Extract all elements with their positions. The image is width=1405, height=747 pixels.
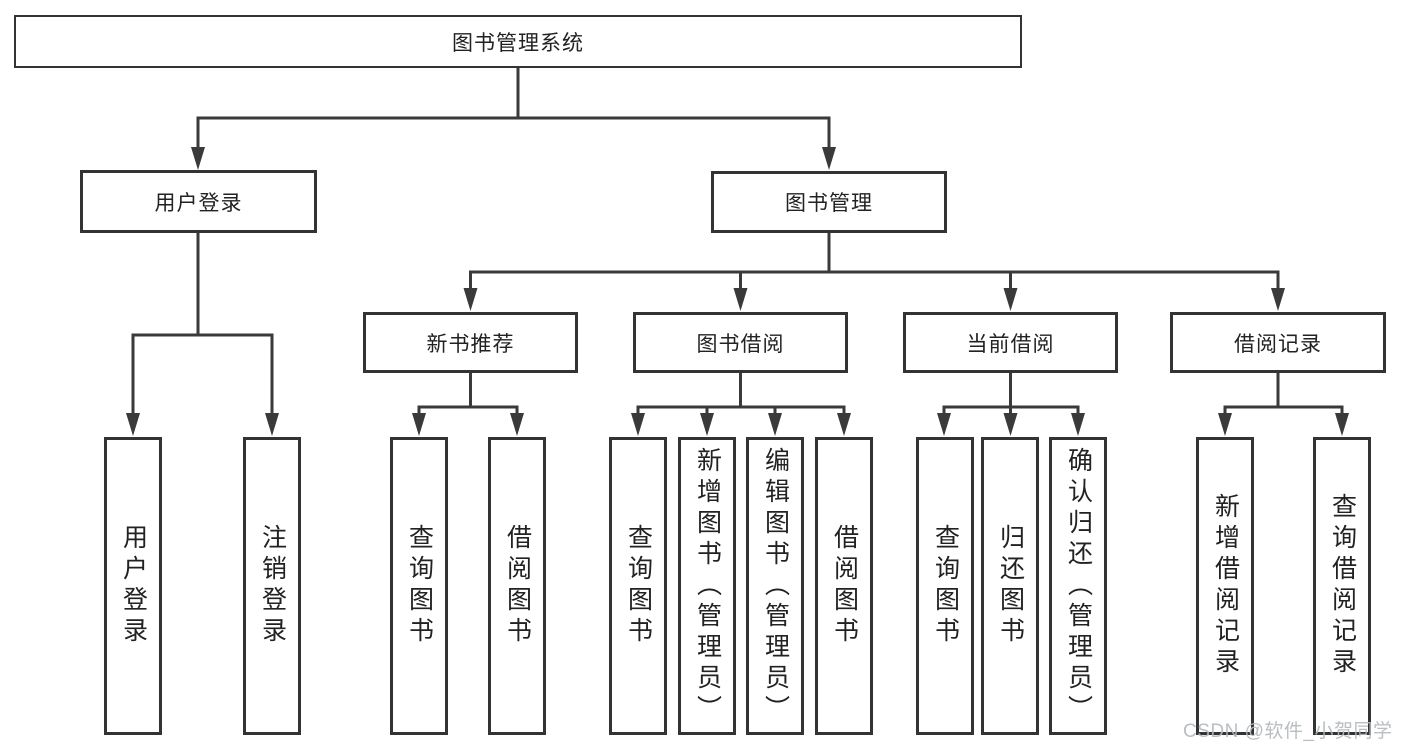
- node-book-mgmt-label: 图书管理: [785, 192, 873, 215]
- branch-new-books: [417, 373, 519, 413]
- csdn-watermark: CSDN @软件_小贺同学: [1183, 721, 1393, 742]
- leaf-borrow-add-admin: 新增图书（管理员）: [678, 437, 736, 735]
- leaf-newbooks-query-label: 查询图书: [405, 524, 434, 648]
- leaf-records-query: 查询借阅记录: [1313, 437, 1371, 735]
- node-current-borrow-label: 当前借阅: [966, 332, 1055, 356]
- node-new-books-label: 新书推荐: [426, 332, 515, 356]
- leaf-current-confirm-admin-label: 确认归还（管理员）: [1064, 446, 1093, 726]
- node-new-books: 新书推荐: [363, 312, 578, 373]
- node-borrow-records: 借阅记录: [1170, 312, 1386, 373]
- node-root: 图书管理系统: [14, 15, 1022, 68]
- branch-book-borrow: [636, 373, 846, 413]
- node-book-mgmt: 图书管理: [711, 171, 947, 233]
- trunk-root: [196, 68, 831, 148]
- leaf-borrow-borrow: 借阅图书: [815, 437, 873, 735]
- node-root-label: 图书管理系统: [452, 31, 584, 55]
- leaf-borrow-query-label: 查询图书: [624, 524, 653, 648]
- leaf-newbooks-query: 查询图书: [390, 437, 448, 735]
- node-current-borrow: 当前借阅: [903, 312, 1118, 373]
- leaf-records-query-label: 查询借阅记录: [1328, 493, 1357, 679]
- leaf-borrow-edit-admin: 编辑图书（管理员）: [746, 437, 804, 735]
- leaf-records-add: 新增借阅记录: [1196, 437, 1254, 735]
- leaf-records-add-label: 新增借阅记录: [1211, 493, 1240, 679]
- node-book-borrow-label: 图书借阅: [696, 332, 785, 356]
- leaf-user-login-label: 用户登录: [119, 524, 148, 648]
- leaf-current-query-label: 查询图书: [931, 524, 960, 648]
- leaf-borrow-query: 查询图书: [609, 437, 667, 735]
- branch-borrow-records: [1223, 373, 1344, 413]
- leaf-borrow-borrow-label: 借阅图书: [830, 524, 859, 648]
- node-user-login-label: 用户登录: [154, 191, 243, 215]
- leaf-current-confirm-admin: 确认归还（管理员）: [1049, 437, 1107, 735]
- node-book-borrow: 图书借阅: [633, 312, 848, 373]
- node-borrow-records-label: 借阅记录: [1234, 332, 1322, 356]
- branch-user-login: [131, 233, 274, 414]
- trunk-book-mgmt: [469, 233, 1280, 290]
- leaf-newbooks-borrow: 借阅图书: [488, 437, 546, 735]
- leaf-current-return-label: 归还图书: [996, 524, 1025, 648]
- leaf-borrow-edit-admin-label: 编辑图书（管理员）: [761, 446, 790, 726]
- branch-current-borrow: [942, 373, 1080, 413]
- leaf-user-login: 用户登录: [104, 437, 162, 735]
- leaf-logout: 注销登录: [243, 437, 301, 735]
- leaf-borrow-add-admin-label: 新增图书（管理员）: [693, 446, 722, 726]
- leaf-current-query: 查询图书: [916, 437, 974, 735]
- node-user-login: 用户登录: [80, 170, 317, 233]
- leaf-newbooks-borrow-label: 借阅图书: [503, 524, 532, 648]
- leaf-current-return: 归还图书: [981, 437, 1039, 735]
- leaf-logout-label: 注销登录: [258, 524, 287, 648]
